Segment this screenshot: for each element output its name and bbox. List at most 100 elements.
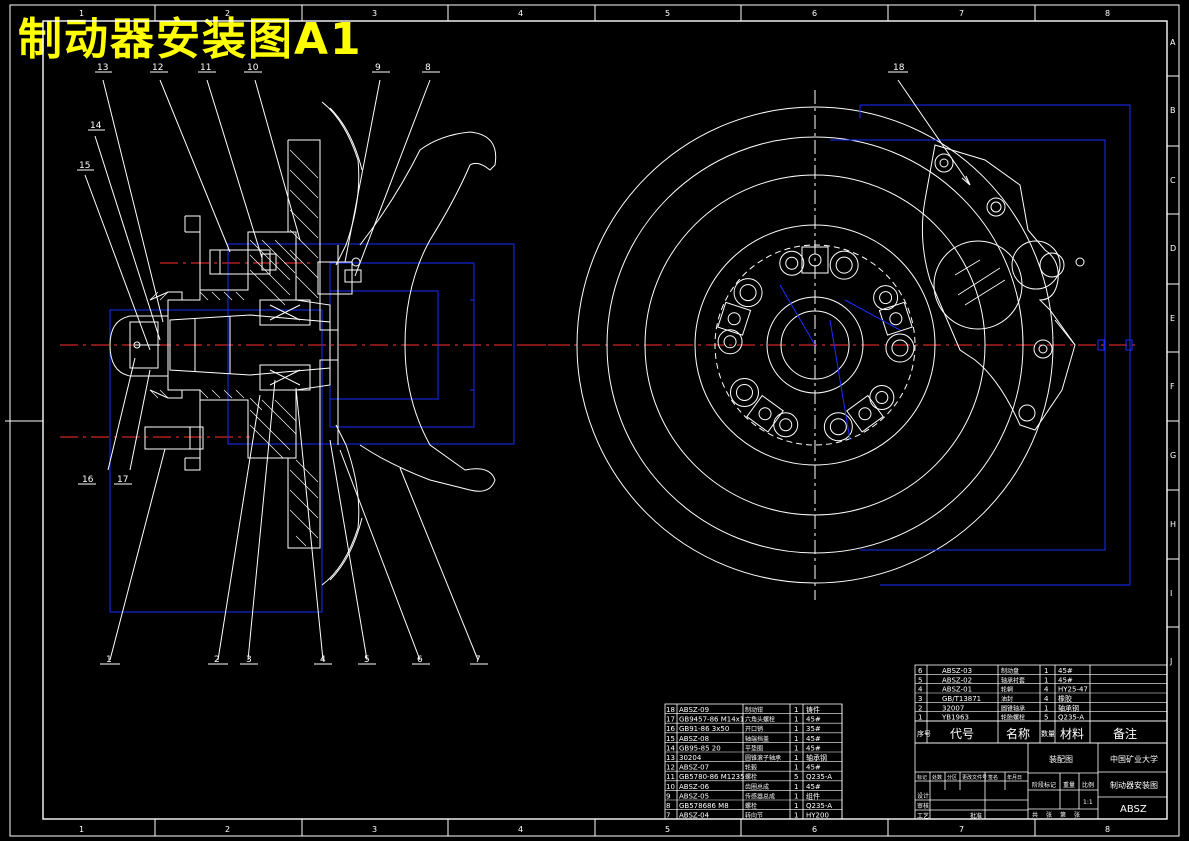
bom-name: 螺栓: [745, 773, 757, 781]
leader-label: 10: [247, 63, 259, 73]
bom-name: 制动钳: [745, 706, 763, 714]
bom-mat: Q235-A: [1058, 714, 1084, 722]
bom-qty: 1: [794, 812, 798, 820]
tb-left-label: 工艺: [917, 812, 929, 820]
bom-mat: 45#: [806, 764, 821, 772]
rim-outer: [576, 106, 1054, 584]
bom-name: 轮毂: [745, 764, 757, 772]
bom-no: 2: [918, 704, 922, 712]
bom-name: 平垫圈: [745, 744, 763, 752]
wheel-bolt-lower: [144, 426, 204, 450]
tapered-spindle: [169, 314, 331, 376]
bom-name: 制动盘: [1001, 667, 1019, 675]
bom-header-no: 序号: [917, 729, 931, 738]
bom-qty: 4: [1044, 686, 1049, 694]
bolt-hole: [773, 412, 799, 438]
bom-code: ABSZ-02: [942, 676, 972, 684]
bom-name: 开口销: [745, 725, 763, 733]
bom-name: 齿圈总成: [745, 783, 769, 791]
bom-no: 17: [666, 716, 675, 724]
title-block-text: 装配图中国矿业大学制动器安装图ABSZ阶段标记重量比例1:1标记处数分区更改文件…: [917, 754, 1158, 820]
leader-label: 4: [320, 655, 326, 665]
bom-header-note: 备注: [1113, 726, 1137, 741]
bom-code: 30204: [679, 754, 702, 762]
bom-code: GB5780-86 M1235: [679, 773, 745, 781]
zone-row-right: H: [1170, 520, 1176, 529]
tb-row-label: 处数: [932, 774, 942, 781]
bom-mat: 45#: [806, 744, 821, 752]
leader-label: 15: [79, 161, 90, 171]
bom-mat: 轴承钢: [806, 753, 827, 762]
bom-table-upper: [914, 664, 1168, 744]
zone-col-top: 1: [79, 9, 84, 18]
zone-col-top: 8: [1105, 9, 1110, 18]
zone-row-right: D: [1170, 244, 1176, 253]
tb-drawing-type: 装配图: [1049, 754, 1073, 764]
bolt-hole: [717, 329, 743, 355]
zone-row-right: G: [1170, 451, 1176, 460]
steering-knuckle: [359, 131, 497, 492]
tb-stage-label: 比例: [1082, 781, 1094, 789]
bom-code: ABSZ-06: [679, 783, 710, 791]
tb-sheet-label: 张: [1046, 811, 1052, 819]
bolt-hole-inner: [891, 339, 909, 357]
bom-code: GB9457-86 M14x1: [679, 716, 744, 724]
tb-drawing-no: ABSZ: [1120, 804, 1147, 815]
square-nut: [746, 394, 784, 433]
section-view: [60, 101, 570, 613]
bom-code: GB/T13871: [942, 695, 981, 703]
bearing-outer: [259, 299, 311, 391]
bolt-hole-inner: [835, 256, 853, 274]
bom-no: 16: [666, 725, 675, 733]
leader-label: 12: [152, 63, 163, 73]
bom-no: 10: [666, 783, 675, 791]
hidden-outlines: [109, 243, 515, 613]
drawing-title: 制动器安装图A1: [18, 14, 363, 65]
tb-sheet-label: 张: [1074, 811, 1080, 819]
bom-qty: 1: [794, 802, 798, 810]
zone-col-bottom: 2: [225, 825, 230, 834]
leader-label: 14: [90, 121, 102, 131]
bolt-hole: [885, 333, 915, 363]
tb-left-label: 设计: [917, 792, 929, 800]
bom-qty: 1: [794, 735, 798, 743]
front-view: [520, 71, 1135, 600]
bom-qty: 1: [794, 744, 798, 752]
caliper-piston: [933, 240, 1023, 330]
bom-no: 1: [918, 714, 922, 722]
bom-mat: 45#: [806, 783, 821, 791]
bom-no: 7: [666, 812, 670, 820]
square-nut: [717, 301, 752, 336]
bom-no: 14: [666, 744, 675, 752]
zone-row-right: I: [1170, 589, 1172, 598]
sensor-ring-nuts: [717, 246, 913, 433]
bom-mat: 橡胶: [1058, 694, 1072, 703]
bom-qty: 1: [1044, 667, 1048, 675]
tb-row-label: 分区: [947, 774, 957, 781]
bom-code: ABSZ-03: [942, 667, 972, 675]
tb-left-label: 批准: [970, 812, 982, 820]
tb-row-label: 签名: [988, 774, 998, 781]
bom-mat: 45#: [806, 735, 821, 743]
bom-no: 8: [666, 802, 670, 810]
bom-code: ABSZ-08: [679, 735, 709, 743]
bom-mat: 45#: [806, 716, 821, 724]
tb-sheet-label: 共: [1032, 811, 1038, 819]
leader-label: 3: [246, 655, 252, 665]
hub-hatch: [149, 239, 297, 459]
leader-label: 9: [375, 63, 381, 73]
zone-col-top: 6: [812, 9, 817, 18]
centerlines: [60, 262, 570, 438]
wheel-bolt-holes: [717, 250, 915, 442]
bom-code: ABSZ-04: [679, 812, 710, 820]
zone-col-top: 7: [959, 9, 964, 18]
bolt-hole-inner: [875, 391, 889, 405]
zone-col-bottom: 4: [518, 825, 523, 834]
bolt-hole-inner: [735, 383, 753, 401]
bolt-hole: [869, 385, 895, 411]
bolt-hole: [733, 278, 763, 308]
hub-bore: [766, 296, 864, 394]
